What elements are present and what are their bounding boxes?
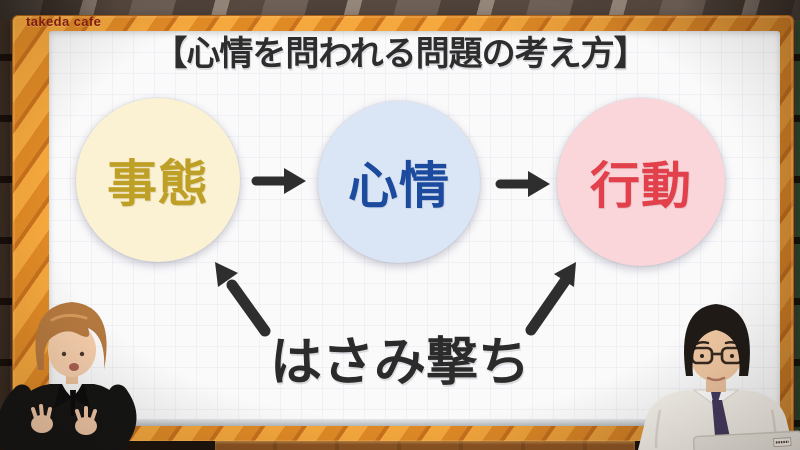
caption-text: はさみ撃ち [269,334,530,392]
laptop [692,430,800,450]
situation-circle: 事態 [76,98,240,262]
laptop-logo-sticker [773,437,792,447]
page-title: 【心情を問われる問題の考え方】 [153,35,647,73]
left-presenter-face-features [61,351,85,371]
left-presenter-hands [31,404,97,435]
necktie [70,390,76,416]
left-presenter-body [0,384,137,450]
situation-circle-label: 事態 [107,156,209,212]
right-presenter-face [689,322,743,382]
action-circle: 行動 [557,98,725,266]
desk-wood-surface [215,441,635,450]
left-presenter [0,302,137,450]
whiteboard-tray [49,419,780,426]
channel-label: takeda cafe [26,14,102,29]
emotion-circle: 心情 [318,101,480,263]
right-presenter-hair [684,304,750,376]
right-presenter [638,304,800,450]
emotion-circle-label: 心情 [348,158,450,214]
action-circle-label: 行動 [590,158,692,214]
